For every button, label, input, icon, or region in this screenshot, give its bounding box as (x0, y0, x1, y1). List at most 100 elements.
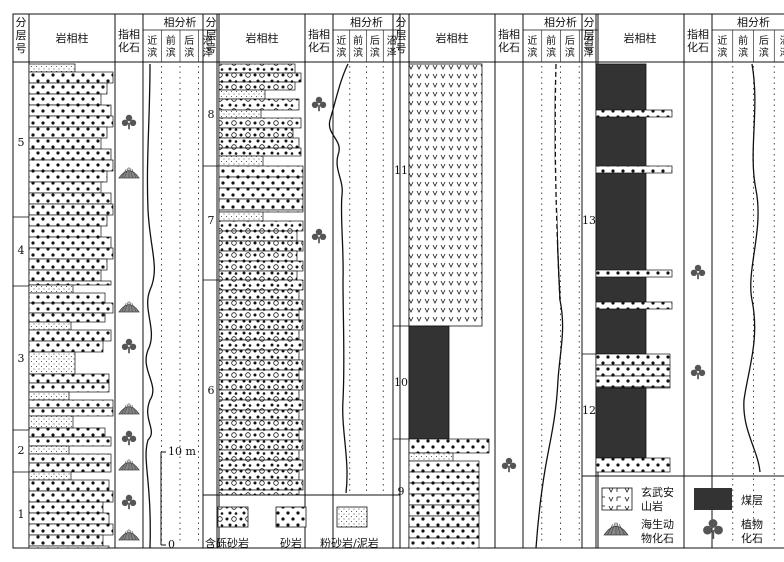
facies-type-header: 后 (565, 35, 575, 47)
index-fossil-header: 指相 (498, 27, 520, 41)
layer-number-header: 号 (584, 42, 595, 55)
sandstone-bed (408, 537, 480, 549)
facies-curve (554, 63, 561, 301)
legend-label-basaltic-andesite: 山岩 (641, 499, 663, 513)
lithology-column-header: 岩相柱 (246, 31, 279, 45)
layer-number: 7 (208, 214, 215, 227)
sandstone-bed (28, 312, 106, 323)
plant-fossil-icon (690, 264, 706, 280)
index-fossil-header: 指相 (308, 27, 330, 41)
sandstone-bed (28, 545, 110, 549)
facies-analysis-header: 相分析 (737, 15, 770, 29)
facies-type-header: 前 (546, 34, 556, 47)
facies-curve (535, 63, 564, 549)
siltstone-bed (218, 155, 264, 167)
sandstone-bed (28, 399, 114, 409)
conglomeratic-sandstone-bed (218, 439, 304, 451)
conglomeratic-sandstone-bed (218, 270, 298, 281)
sandstone-bed (595, 457, 671, 473)
conglomeratic-sandstone-bed (218, 289, 300, 301)
sandstone-bed (28, 340, 104, 353)
layer-number: 5 (18, 136, 25, 149)
conglomeratic-sandstone-bed (218, 63, 296, 74)
sandstone-bed (28, 225, 102, 238)
facies-type-header: 沼 (203, 34, 213, 47)
index-fossil-header: 化石 (498, 40, 520, 54)
facies-type-header: 前 (738, 34, 748, 47)
siltstone-bed (28, 321, 72, 331)
sandstone-bed (28, 181, 102, 194)
conglomeratic-sandstone-bed (218, 339, 304, 351)
layer-number: 6 (208, 384, 215, 397)
legend-label-siltstone-mudstone: 粉砂岩/泥岩 (320, 536, 379, 550)
sandstone-bed (595, 165, 673, 174)
legend-plant-fossil-icon (702, 518, 724, 540)
layer-number-header: 层 (206, 29, 217, 42)
layer-number: 11 (394, 164, 408, 177)
legend-label-basaltic-andesite: 玄武安 (641, 485, 674, 499)
facies-type-header: 后 (759, 35, 769, 47)
legend: 含砾砂岩砂岩粉砂岩/泥岩玄武安山岩煤层海生动物化石植物化石 (205, 485, 763, 550)
index-fossil-header: 化石 (308, 40, 330, 54)
plant-fossil-icon (501, 457, 517, 473)
marine-fossil-icon (118, 458, 140, 471)
sandstone-bed (28, 93, 102, 106)
layer-number-header: 层 (584, 29, 595, 42)
layer-number: 13 (582, 214, 596, 227)
layer-number-header: 分 (396, 16, 407, 29)
sandstone-bed (28, 329, 112, 342)
sandstone-bed (28, 501, 104, 514)
sandstone-bed (218, 187, 304, 200)
sandstone-bed (28, 258, 108, 271)
sandstone-bed (218, 198, 304, 211)
sandstone-bed (408, 460, 480, 473)
sandstone-bed (408, 515, 480, 528)
index-fossil-header: 化石 (687, 40, 709, 54)
conglomeratic-sandstone-bed (218, 250, 298, 262)
layer-number: 12 (582, 404, 596, 417)
layer-number: 2 (18, 444, 25, 457)
conglomeratic-sandstone-bed (218, 389, 300, 401)
coal-seam-bed (595, 63, 647, 355)
sandstone-bed (28, 71, 114, 84)
plant-fossil-icon (121, 338, 137, 354)
sandstone-bed (595, 269, 673, 278)
facies-type-header: 泽 (584, 47, 594, 59)
sandstone-bed (595, 301, 673, 310)
sandstone-bed (408, 504, 480, 517)
sandstone-bed (28, 269, 102, 282)
sandstone-bed (28, 292, 106, 304)
plant-fossil-icon (311, 96, 327, 112)
plant-fossil-icon (690, 364, 706, 380)
legend-label-plant-fossil: 化石 (741, 531, 763, 545)
facies-type-header: 滨 (527, 46, 537, 59)
sandstone-bed (408, 438, 490, 454)
sandstone-bed (28, 382, 110, 393)
siltstone-bed (218, 211, 264, 222)
conglomeratic-sandstone-bed (218, 329, 300, 341)
section-frame (202, 13, 401, 549)
sandstone-bed (28, 236, 112, 249)
legend-marine-fossil-icon (603, 521, 629, 536)
stratigraphic-columns: 分层号岩相柱指相化石相分析近滨前滨后滨沼泽分层号岩相柱指相化石相分析近滨前滨后滨… (12, 13, 784, 551)
facies-type-header: 泽 (387, 47, 397, 59)
sandstone-bed (408, 493, 480, 506)
marine-fossil-icon (118, 402, 140, 415)
siltstone-bed (28, 471, 72, 481)
conglomeratic-sandstone-bed (218, 319, 304, 331)
facies-type-header: 滨 (336, 46, 346, 59)
conglomeratic-sandstone-bed (218, 449, 300, 461)
legend-label-marine-fossil: 海生动 (641, 517, 674, 531)
layer-number-header: 层 (396, 29, 407, 42)
coal-seam-bed (408, 325, 450, 440)
facies-type-header: 滨 (147, 46, 157, 59)
legend-swatch-coal-seam (694, 488, 732, 510)
sandstone-bed (28, 247, 114, 260)
facies-type-header: 沼 (780, 34, 784, 47)
basaltic-andesite-bed (408, 63, 483, 327)
conglomeratic-sandstone-bed (218, 127, 294, 139)
scale-label: 10 m (168, 445, 196, 458)
facies-type-header: 后 (370, 35, 380, 47)
facies-type-header: 前 (353, 34, 363, 47)
conglomeratic-sandstone-bed (218, 220, 304, 232)
